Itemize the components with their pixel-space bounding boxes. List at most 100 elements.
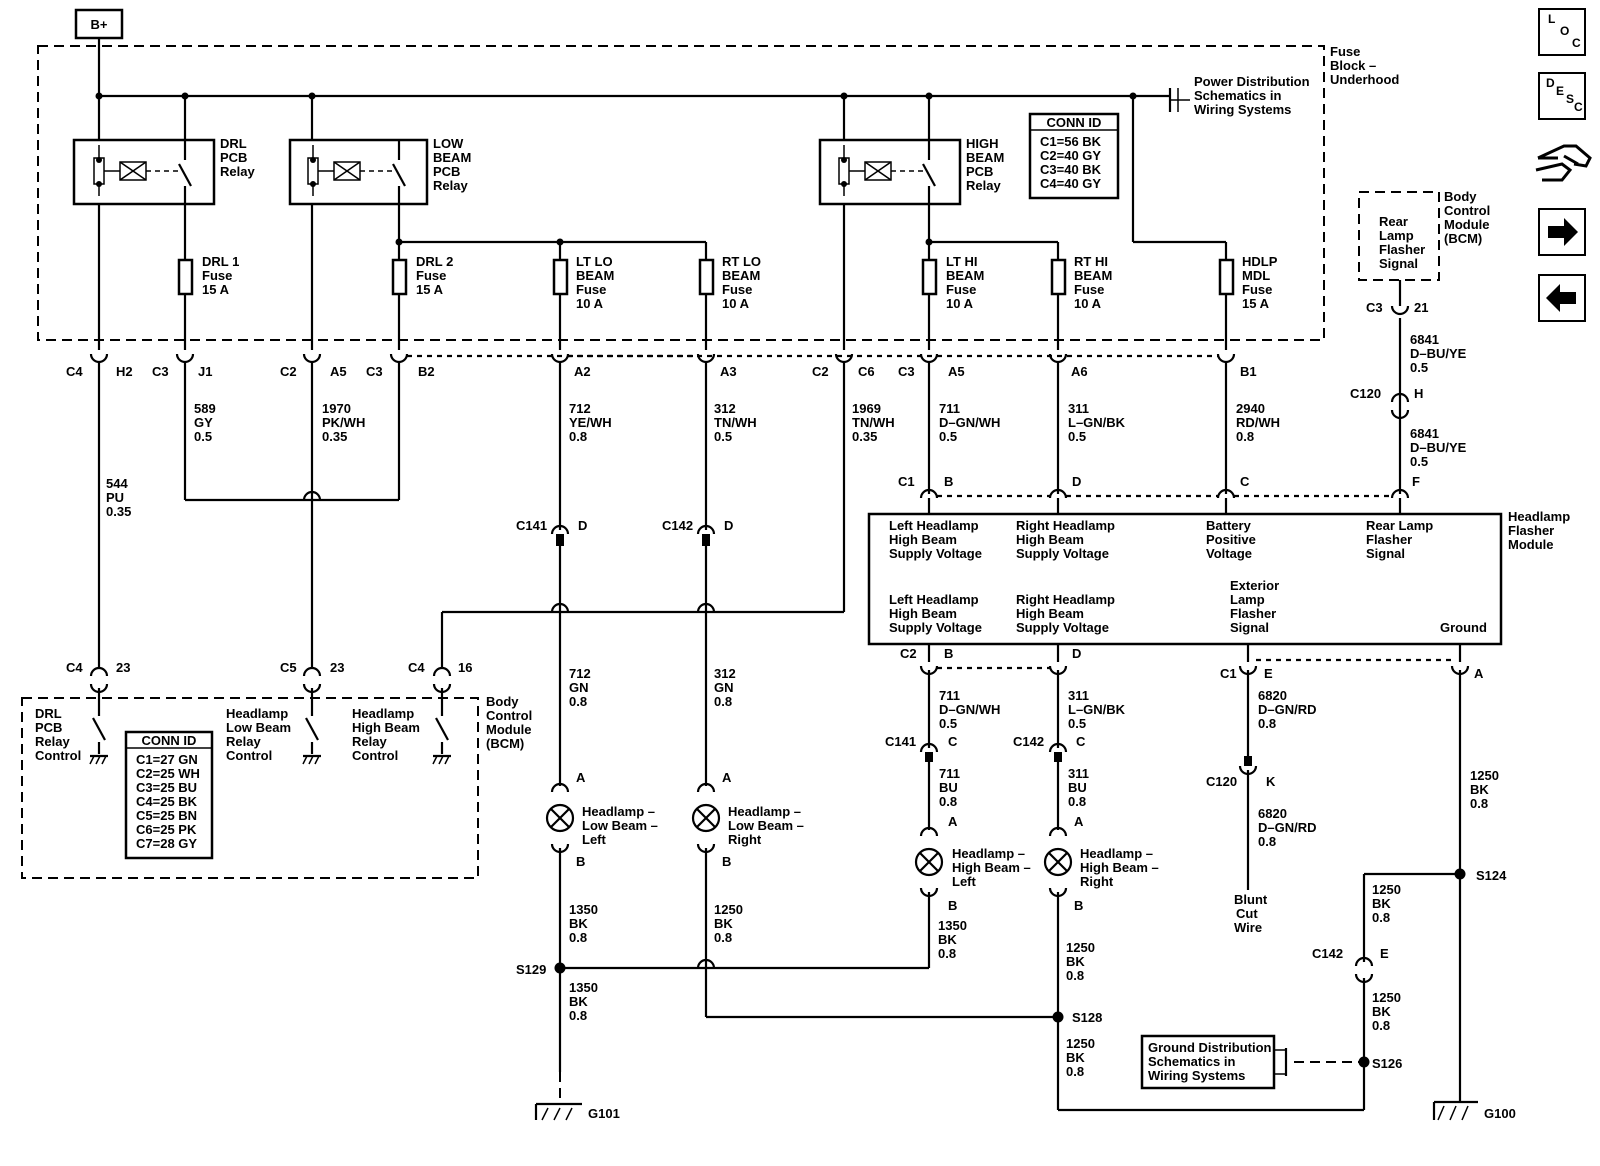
module-c2-connectors	[919, 644, 1470, 676]
svg-text:C6: C6	[858, 364, 875, 379]
svg-text:Supply Voltage: Supply Voltage	[1016, 546, 1109, 561]
svg-text:C6=25 PK: C6=25 PK	[136, 822, 197, 837]
svg-text:BK: BK	[569, 994, 588, 1009]
svg-text:Fuse: Fuse	[416, 268, 446, 283]
svg-text:10 A: 10 A	[722, 296, 750, 311]
svg-text:Flasher: Flasher	[1230, 606, 1276, 621]
svg-text:C2: C2	[812, 364, 829, 379]
svg-text:RT HI: RT HI	[1074, 254, 1108, 269]
svg-text:Fuse: Fuse	[1242, 282, 1272, 297]
svg-text:Control: Control	[1444, 203, 1490, 218]
svg-text:C3: C3	[152, 364, 169, 379]
connector-end-view-button[interactable]	[1534, 134, 1594, 190]
bcm-input-connectors	[89, 666, 452, 765]
svg-text:Relay: Relay	[433, 178, 468, 193]
svg-text:0.8: 0.8	[1258, 716, 1276, 731]
svg-text:0.8: 0.8	[1258, 834, 1276, 849]
previous-page-button[interactable]	[1538, 274, 1586, 322]
next-page-button[interactable]	[1538, 208, 1586, 256]
svg-text:0.8: 0.8	[569, 1008, 587, 1023]
svg-text:23: 23	[116, 660, 130, 675]
svg-text:Signal: Signal	[1366, 546, 1405, 561]
svg-text:High Beam: High Beam	[1016, 606, 1084, 621]
high-beam-relay	[818, 138, 962, 206]
svg-text:1250: 1250	[714, 902, 743, 917]
svg-text:Left Headlamp: Left Headlamp	[889, 518, 979, 533]
svg-text:15 A: 15 A	[416, 282, 444, 297]
lamp-low-right-label: Headlamp –Low Beam –Right	[728, 804, 804, 847]
svg-text:0.35: 0.35	[106, 504, 131, 519]
svg-text:BEAM: BEAM	[722, 268, 760, 283]
location-view-button[interactable]: L O C	[1538, 8, 1586, 56]
svg-text:0.5: 0.5	[194, 429, 212, 444]
svg-text:C141: C141	[516, 518, 547, 533]
svg-text:Exterior: Exterior	[1230, 578, 1279, 593]
splice-s126: S126	[1372, 1056, 1402, 1071]
svg-text:Low Beam –: Low Beam –	[582, 818, 658, 833]
svg-text:0.8: 0.8	[939, 794, 957, 809]
svg-text:10 A: 10 A	[946, 296, 974, 311]
svg-text:1969: 1969	[852, 401, 881, 416]
splice-s128: S128	[1072, 1010, 1102, 1025]
svg-text:A5: A5	[948, 364, 965, 379]
svg-text:Control: Control	[352, 748, 398, 763]
svg-text:High Beam: High Beam	[889, 606, 957, 621]
svg-text:A6: A6	[1071, 364, 1088, 379]
svg-text:C1: C1	[898, 474, 915, 489]
svg-text:Headlamp –: Headlamp –	[1080, 846, 1153, 861]
svg-text:Voltage: Voltage	[1206, 546, 1252, 561]
connector-hand-icon	[1535, 144, 1592, 182]
svg-text:Wiring Systems: Wiring Systems	[1194, 102, 1291, 117]
svg-text:Flasher: Flasher	[1508, 523, 1554, 538]
splice-s129: S129	[516, 962, 546, 977]
svg-text:C4: C4	[66, 364, 83, 379]
svg-text:Low Beam: Low Beam	[226, 720, 291, 735]
svg-text:F: F	[1412, 474, 1420, 489]
svg-text:E: E	[1264, 666, 1273, 681]
svg-text:C142: C142	[1013, 734, 1044, 749]
svg-text:BEAM: BEAM	[433, 150, 471, 165]
svg-text:PK/WH: PK/WH	[322, 415, 365, 430]
svg-text:LOW: LOW	[433, 136, 464, 151]
svg-text:712: 712	[569, 666, 591, 681]
svg-text:10 A: 10 A	[1074, 296, 1102, 311]
ground-g101-label: G101	[588, 1106, 620, 1121]
svg-text:0.8: 0.8	[1066, 968, 1084, 983]
svg-text:0.8: 0.8	[938, 946, 956, 961]
svg-text:15 A: 15 A	[202, 282, 230, 297]
svg-text:1350: 1350	[938, 918, 967, 933]
svg-text:B: B	[944, 474, 953, 489]
svg-text:0.35: 0.35	[852, 429, 877, 444]
svg-text:BU: BU	[1068, 780, 1087, 795]
svg-text:H2: H2	[116, 364, 133, 379]
svg-text:D–BU/YE: D–BU/YE	[1410, 346, 1467, 361]
svg-text:Headlamp: Headlamp	[226, 706, 288, 721]
headlamp-flasher-module	[867, 512, 1503, 646]
loc-o: O	[1560, 24, 1570, 38]
low-beam-relay	[288, 138, 429, 206]
svg-text:C3: C3	[366, 364, 383, 379]
fuse-block-label: Fuse Block – Underhood	[1330, 44, 1399, 87]
svg-text:(BCM): (BCM)	[486, 736, 524, 751]
ground-g100-label: G100	[1484, 1106, 1516, 1121]
svg-text:DRL 1: DRL 1	[202, 254, 239, 269]
svg-text:BK: BK	[1066, 954, 1085, 969]
svg-text:C120: C120	[1206, 774, 1237, 789]
svg-text:D–GN/RD: D–GN/RD	[1258, 702, 1317, 717]
svg-text:HDLP: HDLP	[1242, 254, 1278, 269]
description-view-button[interactable]: D E S C	[1538, 72, 1586, 120]
svg-text:Low Beam –: Low Beam –	[728, 818, 804, 833]
svg-text:BEAM: BEAM	[966, 150, 1004, 165]
bus-drops	[183, 96, 1228, 350]
svg-text:C5=25 BN: C5=25 BN	[136, 808, 197, 823]
svg-text:C3=25 BU: C3=25 BU	[136, 780, 197, 795]
splice-s124: S124	[1476, 868, 1507, 883]
svg-text:0.5: 0.5	[1068, 429, 1086, 444]
flasher-signal-wiring	[1238, 670, 1258, 890]
svg-text:A: A	[948, 814, 958, 829]
